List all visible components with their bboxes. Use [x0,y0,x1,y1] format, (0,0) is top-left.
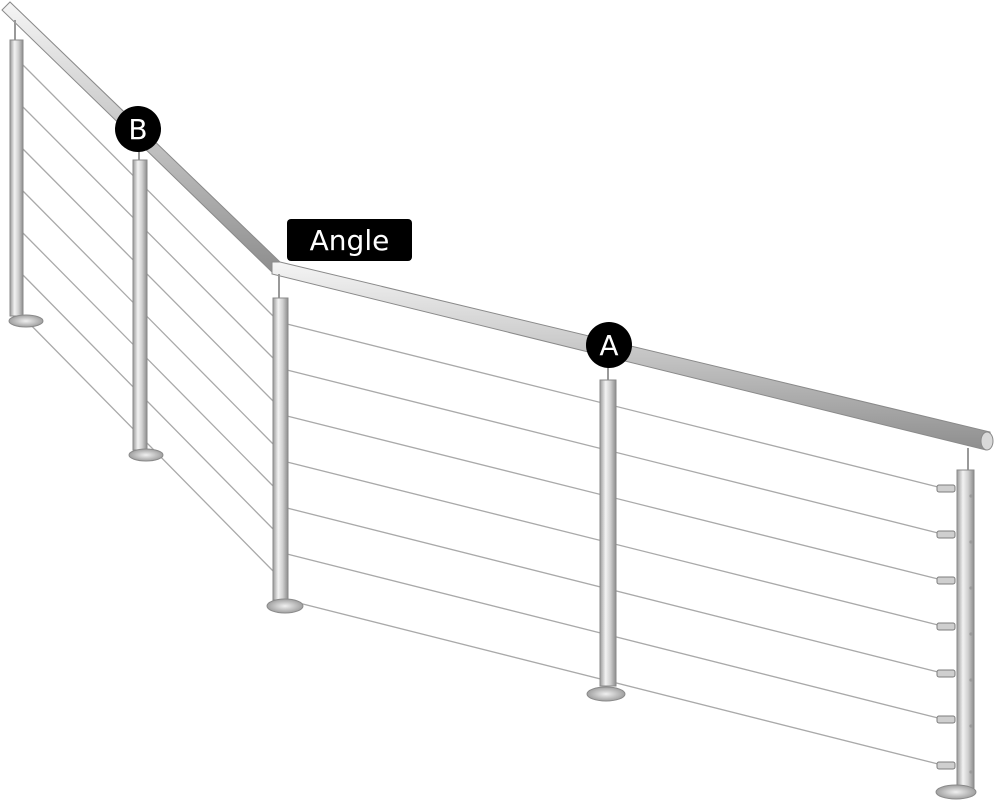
marker-b: B [115,106,161,152]
marker-a: A [586,322,632,368]
post-b [128,148,164,462]
post-angle [266,274,304,614]
marker-b-label: B [128,113,147,146]
stair-cables [19,61,278,576]
post-a [586,360,626,702]
marker-a-label: A [599,329,618,362]
post-end [935,448,977,800]
cable-end-fittings [936,484,956,770]
angle-label-text: Angle [310,224,390,257]
handrail [1,1,994,451]
post-1 [8,20,44,328]
angle-label: Angle [287,219,412,261]
